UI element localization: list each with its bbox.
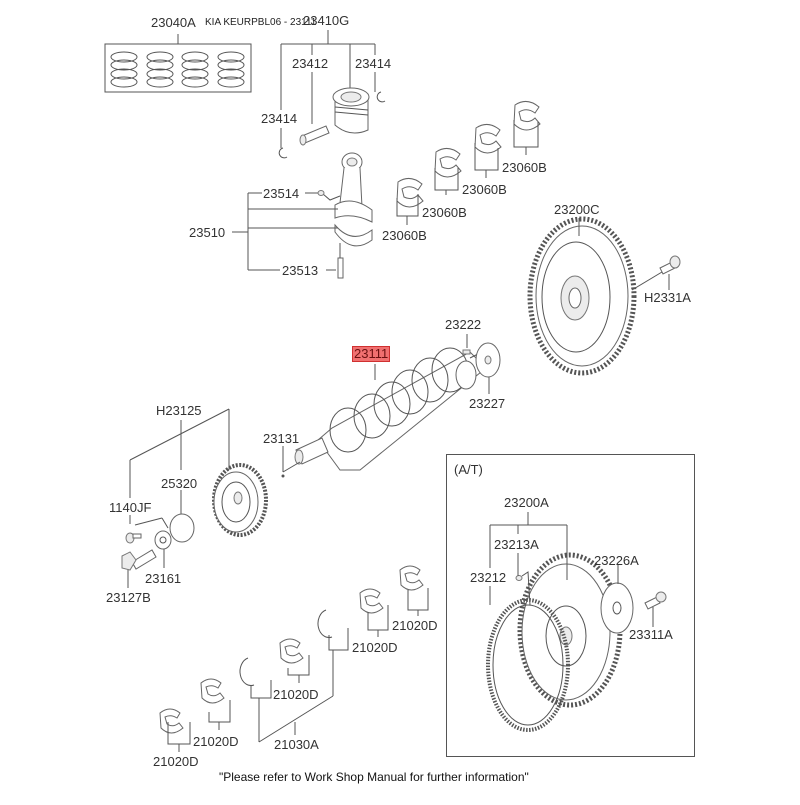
label-23212[interactable]: 23212 xyxy=(470,570,507,585)
label-23514[interactable]: 23514 xyxy=(263,186,300,201)
label-23410G[interactable]: 23410G xyxy=(303,13,350,28)
label-21020D-2[interactable]: 21020D xyxy=(352,640,398,655)
piston-leaders xyxy=(280,30,376,148)
watermark-header: KIA KEURPBL06 - 23111 xyxy=(205,17,317,28)
label-21020D-4[interactable]: 21020D xyxy=(193,734,239,749)
label-23060B-4[interactable]: 23060B xyxy=(502,160,547,175)
bolt-23127B[interactable] xyxy=(121,549,157,571)
snap-ring-left[interactable] xyxy=(278,147,288,159)
snap-ring-right[interactable] xyxy=(376,91,386,103)
label-21030A[interactable]: 21030A xyxy=(274,737,319,752)
label-23227[interactable]: 23227 xyxy=(469,396,506,411)
label-21020D-1[interactable]: 21020D xyxy=(392,618,438,633)
crank-key-23131[interactable] xyxy=(281,474,285,478)
label-23060B-2[interactable]: 23060B xyxy=(422,205,467,220)
pulley-leaders xyxy=(127,408,230,588)
pin-23213A[interactable] xyxy=(515,575,523,581)
flywheel-mt[interactable] xyxy=(527,216,637,376)
connecting-rod[interactable] xyxy=(334,152,373,247)
at-box-title: (A/T) xyxy=(454,462,483,477)
flywheel-mt-leaders xyxy=(578,218,670,291)
label-23111-highlighted[interactable]: 23111 xyxy=(352,346,391,362)
label-21020D-5[interactable]: 21020D xyxy=(153,754,199,769)
label-25320[interactable]: 25320 xyxy=(161,476,198,491)
label-23161[interactable]: 23161 xyxy=(145,571,182,586)
dowel-pin-23222[interactable] xyxy=(462,349,471,355)
drive-plate-at[interactable] xyxy=(517,552,623,708)
label-23131[interactable]: 23131 xyxy=(263,431,300,446)
bolt-23311A[interactable] xyxy=(644,591,667,610)
rod-bearing-shells[interactable] xyxy=(396,101,541,225)
label-23200C[interactable]: 23200C xyxy=(554,202,600,217)
label-23414-right[interactable]: 23414 xyxy=(355,56,392,71)
piston-ring-set[interactable] xyxy=(104,34,252,93)
flywheel-bolt-mt[interactable] xyxy=(659,255,681,275)
piston[interactable] xyxy=(332,87,370,134)
plate-23227[interactable] xyxy=(475,342,501,378)
label-1140JF[interactable]: 1140JF xyxy=(109,500,152,515)
label-23513[interactable]: 23513 xyxy=(282,263,319,278)
label-23222[interactable]: 23222 xyxy=(445,317,482,332)
footer-note: "Please refer to Work Shop Manual for fu… xyxy=(219,770,529,784)
label-21020D-3[interactable]: 21020D xyxy=(273,687,319,702)
label-23060B-3[interactable]: 23060B xyxy=(462,182,507,197)
piston-pin[interactable] xyxy=(299,125,330,146)
ring-gear-23212[interactable] xyxy=(486,598,570,732)
label-23412[interactable]: 23412 xyxy=(292,56,329,71)
label-23213A[interactable]: 23213A xyxy=(494,537,539,552)
label-23040A[interactable]: 23040A xyxy=(151,15,196,30)
at-group-box xyxy=(446,454,695,757)
label-23200A[interactable]: 23200A xyxy=(504,495,549,510)
damper-pulley[interactable] xyxy=(212,463,268,537)
plate-23226A[interactable] xyxy=(600,582,634,634)
label-23414-left[interactable]: 23414 xyxy=(261,111,298,126)
connecting-rod-leaders xyxy=(232,192,341,271)
main-bearing-shells[interactable] xyxy=(159,565,429,752)
rod-bolt[interactable] xyxy=(337,243,344,279)
crankshaft[interactable] xyxy=(294,347,487,471)
label-H23125[interactable]: H23125 xyxy=(156,403,202,418)
at-leaders xyxy=(489,512,654,627)
label-23226A[interactable]: 23226A xyxy=(594,553,639,568)
thrust-washers[interactable] xyxy=(239,609,349,743)
label-23510[interactable]: 23510 xyxy=(189,225,226,240)
label-23311A[interactable]: 23311A xyxy=(629,627,673,642)
bolt-1140JF[interactable] xyxy=(125,532,142,544)
washer-23161[interactable] xyxy=(154,530,172,550)
label-23127B[interactable]: 23127B xyxy=(106,590,151,605)
label-H2331A[interactable]: H2331A xyxy=(644,290,691,305)
plate-25320[interactable] xyxy=(169,513,195,543)
rod-nut[interactable] xyxy=(317,190,325,196)
label-23060B-1[interactable]: 23060B xyxy=(382,228,427,243)
